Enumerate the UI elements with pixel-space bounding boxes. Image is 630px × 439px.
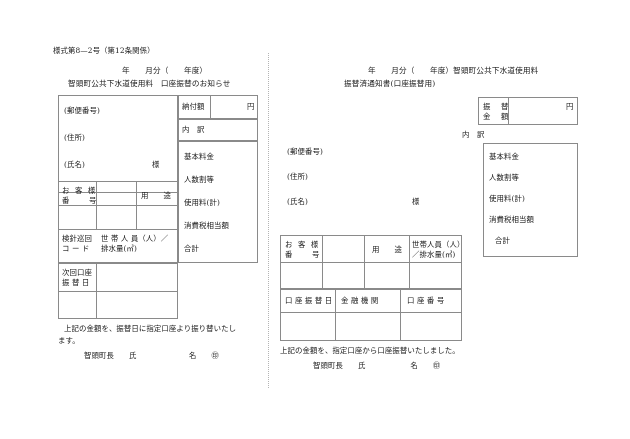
left-footer-signature: 智頭町長 氏 名 ㊞ [84,351,219,360]
right-breakdown-item-per-person: 人数割等 [489,173,519,182]
right-breakdown-item-base-fee: 基本料金 [489,152,519,161]
right-bank-grid [280,289,462,341]
left-breakdown-item-usage-total: 使用料(計) [184,198,220,207]
left-payment-amount-divider [210,95,211,119]
right-form-title-line-1: 年 月分（ 年度）智頭町公共下水道使用料 [368,66,539,75]
left-address-panel [58,95,178,193]
right-usage-type-label: 用 途 [372,245,402,254]
right-address-label: (住所) [287,172,308,181]
left-usage-type-label: 用 途 [141,191,171,200]
right-household-label-line-2: ／排水量(㎥) [412,250,456,259]
right-breakdown-item-consumption-tax: 消費税相当額 [489,215,534,224]
left-next-transfer-label-line-2: 振 替 日 [62,278,90,287]
left-customer-no-label-line-1: お 客 様 [62,186,97,195]
left-payment-amount-label: 納付額 [182,102,205,111]
right-breakdown-header-label: 内 訳 [462,130,485,139]
left-meter-code-label-line-2: コ ー ド [62,244,90,253]
left-breakdown-header-label: 内 訳 [182,125,205,134]
left-next-transfer-hline [58,291,178,292]
right-bank-grid-vline-1 [335,289,336,341]
left-customer-grid-hline-2 [58,229,178,230]
left-footer-statement-line-1: 上記の金額を、振替日に指定口座より振り替いたし [64,324,237,333]
left-breakdown-item-base-fee: 基本料金 [184,152,214,161]
left-footer-statement-line-2: ます。 [58,336,80,345]
left-customer-grid [58,181,178,263]
right-breakdown-item-usage-total: 使用料(計) [489,194,525,203]
left-name-label: (氏名) [64,160,85,169]
right-account-number-label: 口 座 番 号 [407,296,445,305]
right-name-label: (氏名) [287,197,308,206]
left-form-title-line-1: 年 月分（ 年度） [122,66,208,75]
right-name-honorific: 様 [412,197,420,206]
form-number-label: 様式第8—2号（第12条関係） [53,46,155,55]
left-breakdown-header-box [178,119,258,141]
right-postal-code-label: (郵便番号) [287,147,323,156]
right-form-title-line-2: 振替済通知書(口座振替用) [344,79,436,88]
right-breakdown-item-total: 合計 [495,236,510,245]
right-transfer-amount-unit: 円 [566,102,574,111]
right-transfer-amount-label-line-1: 振 替 [483,102,510,111]
right-customer-no-label-line-1: お 客 様 [285,240,320,249]
right-financial-institution-label: 金 融 機 関 [341,296,379,305]
right-transfer-amount-divider [508,97,509,125]
right-household-label-line-1: 世帯人員（人） [412,240,465,249]
left-customer-no-label-line-2: 番 号 [62,196,98,205]
left-form-title-line-2: 智頭町公共下水道使用料 口座振替のお知らせ [68,79,231,88]
right-bank-grid-vline-2 [400,289,401,341]
left-household-label-line-2: 排水量(㎥) [101,244,137,253]
left-breakdown-box [178,141,258,263]
right-footer-statement: 上記の金額を、指定口座から口座振替いたしました。 [280,346,460,355]
right-transfer-amount-label-line-2: 金 額 [483,112,510,121]
left-breakdown-item-total: 合計 [184,244,199,253]
left-breakdown-item-per-person: 人数割等 [184,175,214,184]
left-next-transfer-label-line-1: 次回口座 [62,268,92,277]
left-payment-amount-box [178,95,258,119]
left-meter-code-label-line-1: 検針巡回 [62,234,92,243]
left-payment-amount-unit: 円 [247,102,255,111]
left-breakdown-item-consumption-tax: 消費税相当額 [184,221,229,230]
right-footer-signature: 智頭町長 氏 名 ㊞ [313,361,441,370]
right-bank-grid-hline-1 [280,312,462,313]
right-breakdown-box [483,143,578,257]
left-name-honorific: 様 [152,160,160,169]
left-address-label: (住所) [64,133,85,142]
left-postal-code-label: (郵便番号) [64,106,100,115]
right-transfer-amount-box [478,97,578,125]
right-transfer-date-label: 口 座 振 替 日 [285,296,333,305]
right-customer-no-label-line-2: 番 号 [285,250,321,259]
left-household-label-line-1: 世 帯 人 員（人）／ [101,234,169,243]
form-divider [268,53,269,388]
right-customer-grid-hline-1 [280,262,462,263]
left-customer-grid-hline-1 [58,205,178,206]
